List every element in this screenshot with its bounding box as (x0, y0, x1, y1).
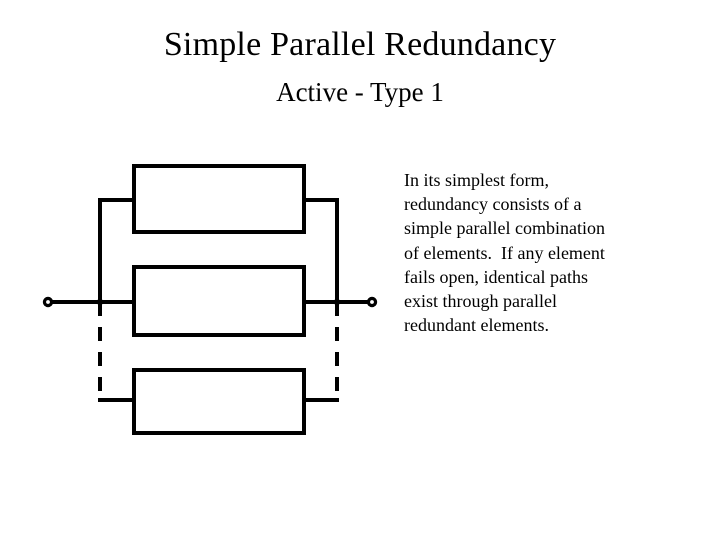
page-title: Simple Parallel Redundancy (163, 26, 557, 63)
junction-left-node (96, 298, 104, 306)
body-text-block: In its simplest form, redundancy consist… (404, 168, 690, 337)
body-text-line: fails open, identical paths (404, 266, 588, 287)
dashed-bus-lines-group (98, 302, 339, 400)
block-middle (132, 265, 306, 337)
body-text-line: simple parallel combination (404, 218, 605, 239)
body-text-line: of elements. If any element (404, 242, 605, 263)
block-connector-stubs-group (98, 198, 339, 402)
page-subtitle: Active - Type 1 (276, 77, 444, 107)
terminal-nodes-group (42, 296, 378, 308)
solid-bus-lines-group (98, 198, 339, 304)
body-text-line: exist through parallel (404, 291, 557, 312)
body-text-line: redundancy consists of a (404, 194, 582, 215)
junction-nodes-group (96, 298, 341, 306)
block-bottom (132, 368, 306, 435)
redundant-blocks-group (132, 164, 306, 435)
block-top (132, 164, 306, 234)
body-text-line: In its simplest form, (404, 170, 549, 190)
junction-right-node (333, 298, 341, 306)
terminal-right-inner (370, 300, 374, 304)
body-text-line: redundant elements. (404, 315, 549, 336)
terminal-left-inner (46, 300, 50, 304)
